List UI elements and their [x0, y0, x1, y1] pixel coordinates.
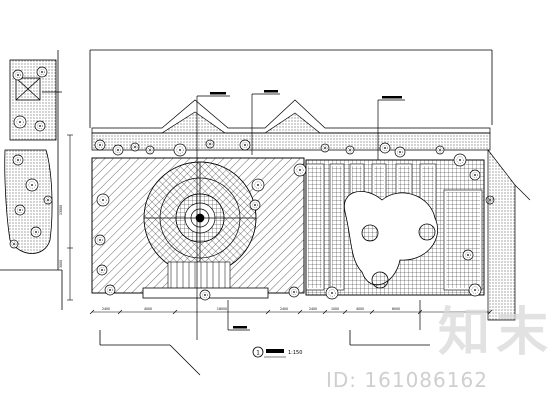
tree-symbol	[130, 142, 140, 152]
dimension-label: 2400	[309, 307, 317, 311]
paving-strip-fill	[352, 166, 362, 214]
dimension-label: 4000	[144, 307, 152, 311]
caption-title-mark	[266, 349, 284, 353]
dimension-label: 2400	[280, 307, 288, 311]
dimension-label: 2400	[102, 307, 110, 311]
tree-symbol	[435, 145, 445, 155]
left-dimension-line	[67, 134, 73, 301]
tree-symbol	[9, 239, 19, 249]
drawing-caption: 1 1:150	[252, 346, 302, 358]
dimension-tick	[297, 309, 303, 315]
caption-circle	[252, 346, 264, 358]
tree-symbol	[13, 115, 27, 129]
paving-strip-fill	[374, 166, 384, 214]
tree-symbol	[251, 178, 265, 192]
tree-symbol	[462, 249, 474, 261]
tree-symbol	[30, 226, 42, 238]
left-dimension-label-1: 13000	[59, 205, 63, 215]
tree-symbol	[469, 169, 481, 181]
tree-symbol	[379, 142, 391, 154]
tree-symbol	[96, 193, 110, 207]
callout-text-marks	[210, 90, 402, 329]
tree-symbol	[34, 120, 46, 132]
left-dimension-label-2: 3000	[59, 260, 63, 268]
tree-symbol	[14, 204, 26, 216]
dimension-label: 6000	[392, 307, 400, 311]
tree-symbol	[288, 286, 300, 298]
tree-symbol	[145, 145, 155, 155]
tree-symbol	[199, 289, 211, 301]
dimension-tick	[172, 309, 178, 315]
tree-symbol	[173, 143, 187, 157]
watermark-logo: 知末	[437, 303, 554, 363]
tree-symbol	[345, 145, 355, 155]
dimension-tick	[117, 309, 123, 315]
dimension-tick	[342, 309, 348, 315]
tree-symbol	[453, 153, 467, 167]
top-planting-strip	[91, 99, 491, 151]
steps	[167, 261, 231, 291]
tree-symbol	[325, 286, 339, 300]
dimension-label: 18000	[217, 307, 227, 311]
tree-symbol	[293, 163, 307, 177]
dimension-tick	[417, 309, 423, 315]
tree-symbol	[12, 154, 24, 166]
tree-symbol	[94, 234, 106, 246]
watermark-id: ID: 161086162	[326, 368, 488, 392]
dimension-label: 4000	[356, 307, 364, 311]
paving-strip-fill	[308, 166, 322, 288]
tree-symbol	[12, 69, 24, 81]
dimension-label: 1000	[331, 307, 339, 311]
dimension-tick	[369, 309, 375, 315]
site-boundary-lines	[0, 49, 493, 376]
tree-symbol	[94, 139, 106, 151]
left-tree-symbols	[9, 66, 53, 249]
tree-symbol	[468, 283, 482, 297]
callout-leaders	[196, 93, 421, 340]
tree-symbol	[43, 195, 53, 205]
bottom-dimension-line	[89, 309, 493, 315]
paving-strip-fill	[446, 192, 480, 288]
dimension-tick	[322, 309, 328, 315]
tree-symbol	[112, 144, 124, 156]
caption-number: 1	[256, 350, 260, 357]
tree-symbols	[94, 139, 495, 301]
circular-plaza	[143, 161, 257, 275]
tree-symbol	[320, 143, 330, 153]
dimension-tick	[89, 309, 95, 315]
paving-strip-fill	[332, 166, 342, 288]
right-planting-strip	[487, 148, 531, 321]
tree-symbol	[394, 146, 406, 158]
tree-symbol	[25, 178, 39, 192]
dimension-labels: 2400 4000 18000 2400 2400 1000 4000 6000	[102, 307, 400, 311]
tree-symbol	[205, 139, 215, 149]
tree-symbol	[36, 66, 48, 78]
caption-scale: 1:150	[288, 350, 302, 356]
dimension-tick	[487, 309, 493, 315]
tree-symbol	[239, 139, 251, 151]
tree-symbol	[249, 199, 261, 211]
trefoil-planter	[343, 191, 438, 289]
tree-symbol	[96, 264, 108, 276]
dimension-tick	[265, 309, 271, 315]
tree-symbol	[104, 284, 116, 296]
